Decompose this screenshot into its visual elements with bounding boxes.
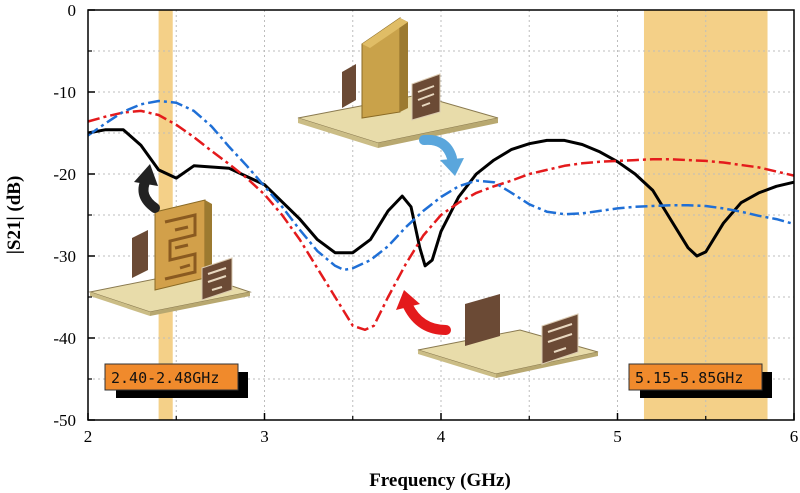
series-line-1	[87, 109, 795, 332]
x-tick-label: 3	[260, 427, 269, 446]
blue-curved-arrow	[419, 134, 464, 176]
band-label-5g-text: 5.15-5.85GHz	[635, 369, 743, 387]
antenna-illustration-ground-only	[417, 294, 599, 378]
antenna-illustration-solid-patch	[297, 17, 499, 148]
y-tick-label: -20	[53, 165, 76, 184]
x-tick-label: 4	[437, 427, 446, 446]
x-tick-label: 5	[613, 427, 622, 446]
band-label-2g4-text: 2.40-2.48GHz	[111, 369, 219, 387]
black-curved-arrow	[134, 164, 160, 213]
y-tick-label: 0	[68, 1, 77, 20]
x-axis-title: Frequency (GHz)	[369, 470, 511, 491]
x-tick-label: 2	[84, 427, 93, 446]
y-tick-label: -30	[53, 247, 76, 266]
series-line-0	[87, 128, 795, 268]
series-line-2	[87, 99, 795, 272]
y-axis-title: |S21| (dB)	[4, 176, 25, 255]
red-curved-arrow	[396, 290, 451, 335]
y-tick-label: -10	[53, 83, 76, 102]
y-tick-label: -40	[53, 329, 76, 348]
antenna-illustration-meander-patch	[88, 199, 252, 316]
band-label-5g: 5.15-5.85GHz	[628, 363, 772, 398]
y-tick-label: -50	[53, 411, 76, 430]
axis-ticks: 2 3 4 5 6 0 -10 -20 -30 -40 -50	[53, 1, 798, 446]
x-tick-label: 6	[790, 427, 799, 446]
band-label-2g4: 2.40-2.48GHz	[104, 363, 248, 398]
series-lines	[87, 99, 795, 332]
